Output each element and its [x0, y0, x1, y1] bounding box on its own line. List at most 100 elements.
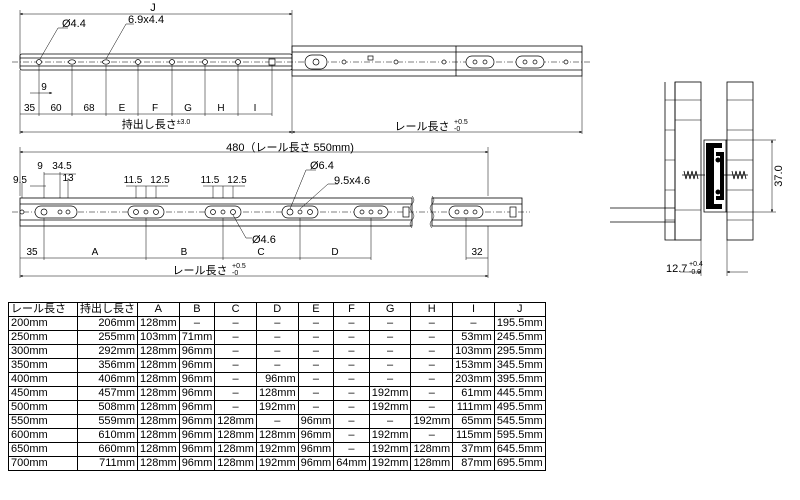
- table-cell: 128mm: [137, 400, 180, 415]
- segment-g: G: [184, 103, 192, 114]
- table-cell: –: [333, 330, 370, 345]
- table-cell: –: [214, 344, 257, 359]
- table-cell: 103mm: [452, 344, 495, 359]
- table-cell: 96mm: [178, 400, 216, 415]
- dim-slot-9-5: 9.5x4.6: [334, 175, 370, 187]
- dim-34-5: 34.5: [52, 161, 72, 172]
- table-cell: 96mm: [178, 372, 216, 387]
- table-cell: 96mm: [297, 456, 335, 471]
- table-header-cell: F: [333, 302, 370, 317]
- table-cell: 96mm: [178, 442, 216, 457]
- table-cell: 295.5mm: [493, 344, 546, 359]
- table-header-cell: レール長さ: [8, 302, 78, 317]
- table-cell: 192mm: [368, 400, 412, 415]
- rail-length-label-bottom: レール長さ: [173, 264, 228, 277]
- table-cell: –: [368, 414, 412, 429]
- dim-j: J: [150, 2, 156, 14]
- table-cell: 192mm: [255, 442, 299, 457]
- table-cell: 128mm: [137, 386, 180, 401]
- table-cell: 192mm: [368, 456, 412, 471]
- table-cell: 65mm: [452, 414, 495, 429]
- table-cell: 96mm: [297, 428, 335, 443]
- table-cell: 245.5mm: [493, 330, 546, 345]
- table-cell: 406mm: [77, 372, 138, 387]
- table-cell: 192mm: [368, 386, 412, 401]
- table-cell: 550mm: [8, 414, 78, 429]
- table-cell: 128mm: [137, 358, 180, 373]
- table-cell: –: [255, 316, 299, 331]
- rail-tol-upper-top: +0.5: [454, 119, 468, 126]
- table-cell: 53mm: [452, 330, 495, 345]
- table-cell: –: [410, 330, 454, 345]
- dim-12-7: 12.7: [666, 263, 687, 275]
- rail-length-label-top: レール長さ: [395, 120, 450, 133]
- dim-11-5-b: 11.5: [201, 175, 220, 186]
- table-cell: 96mm: [297, 442, 335, 457]
- table-cell: 153mm: [452, 358, 495, 373]
- table-cell: 395.5mm: [493, 372, 546, 387]
- rail-tol-lower-top: -0: [454, 126, 460, 133]
- table-cell: 96mm: [255, 372, 299, 387]
- dim-slot: 6.9x4.4: [128, 14, 164, 26]
- table-cell: 195.5mm: [493, 316, 546, 331]
- segment-35: 35: [24, 103, 36, 114]
- table-header-cell: D: [255, 302, 299, 317]
- table-header-cell: A: [137, 302, 180, 317]
- table-cell: 128mm: [214, 456, 257, 471]
- table-cell: 292mm: [77, 344, 138, 359]
- table-cell: 356mm: [77, 358, 138, 373]
- table-cell: –: [297, 316, 335, 331]
- table-cell: –: [214, 386, 257, 401]
- dim-12-5-b: 12.5: [227, 175, 247, 186]
- table-cell: 128mm: [255, 428, 299, 443]
- table-cell: 545.5mm: [493, 414, 546, 429]
- table-cell: –: [214, 316, 257, 331]
- table-header-cell: B: [178, 302, 216, 317]
- table-cell: 595.5mm: [493, 428, 546, 443]
- technical-drawing: J Ø4.4: [12, 2, 785, 278]
- dim-37: 37.0: [773, 165, 785, 186]
- table-cell: 255mm: [77, 330, 138, 345]
- table-cell: –: [214, 358, 257, 373]
- segment-b: B: [181, 247, 188, 258]
- table-cell: –: [410, 372, 454, 387]
- segment-c: C: [257, 247, 264, 258]
- table-cell: 192mm: [368, 442, 412, 457]
- table-cell: 128mm: [214, 414, 257, 429]
- table-cell: 96mm: [178, 456, 216, 471]
- table-cell: 711mm: [77, 456, 138, 471]
- table-cell: 200mm: [8, 316, 78, 331]
- table-cell: –: [368, 358, 412, 373]
- table-header-cell: E: [297, 302, 335, 317]
- table-cell: 192mm: [255, 400, 299, 415]
- table-cell: 128mm: [410, 442, 454, 457]
- travel-length-label: 持出し長さ±3.0: [122, 117, 191, 131]
- table-cell: 64mm: [333, 456, 370, 471]
- table-cell: 96mm: [178, 358, 216, 373]
- segment-60: 60: [50, 103, 62, 114]
- bottom-view: 480（レール長さ 550mm): [12, 141, 530, 278]
- table-cell: –: [297, 386, 335, 401]
- table-cell: 500mm: [8, 400, 78, 415]
- table-cell: 192mm: [410, 414, 454, 429]
- table-cell: 203mm: [452, 372, 495, 387]
- table-cell: –: [333, 316, 370, 331]
- table-cell: 610mm: [77, 428, 138, 443]
- table-cell: 700mm: [8, 456, 78, 471]
- table-cell: 96mm: [297, 414, 335, 429]
- top-view: J Ø4.4: [12, 2, 590, 134]
- table-cell: –: [297, 400, 335, 415]
- table-cell: 128mm: [137, 456, 180, 471]
- table-cell: 96mm: [178, 414, 216, 429]
- dim-13: 13: [62, 173, 74, 184]
- table-cell: 695.5mm: [493, 456, 546, 471]
